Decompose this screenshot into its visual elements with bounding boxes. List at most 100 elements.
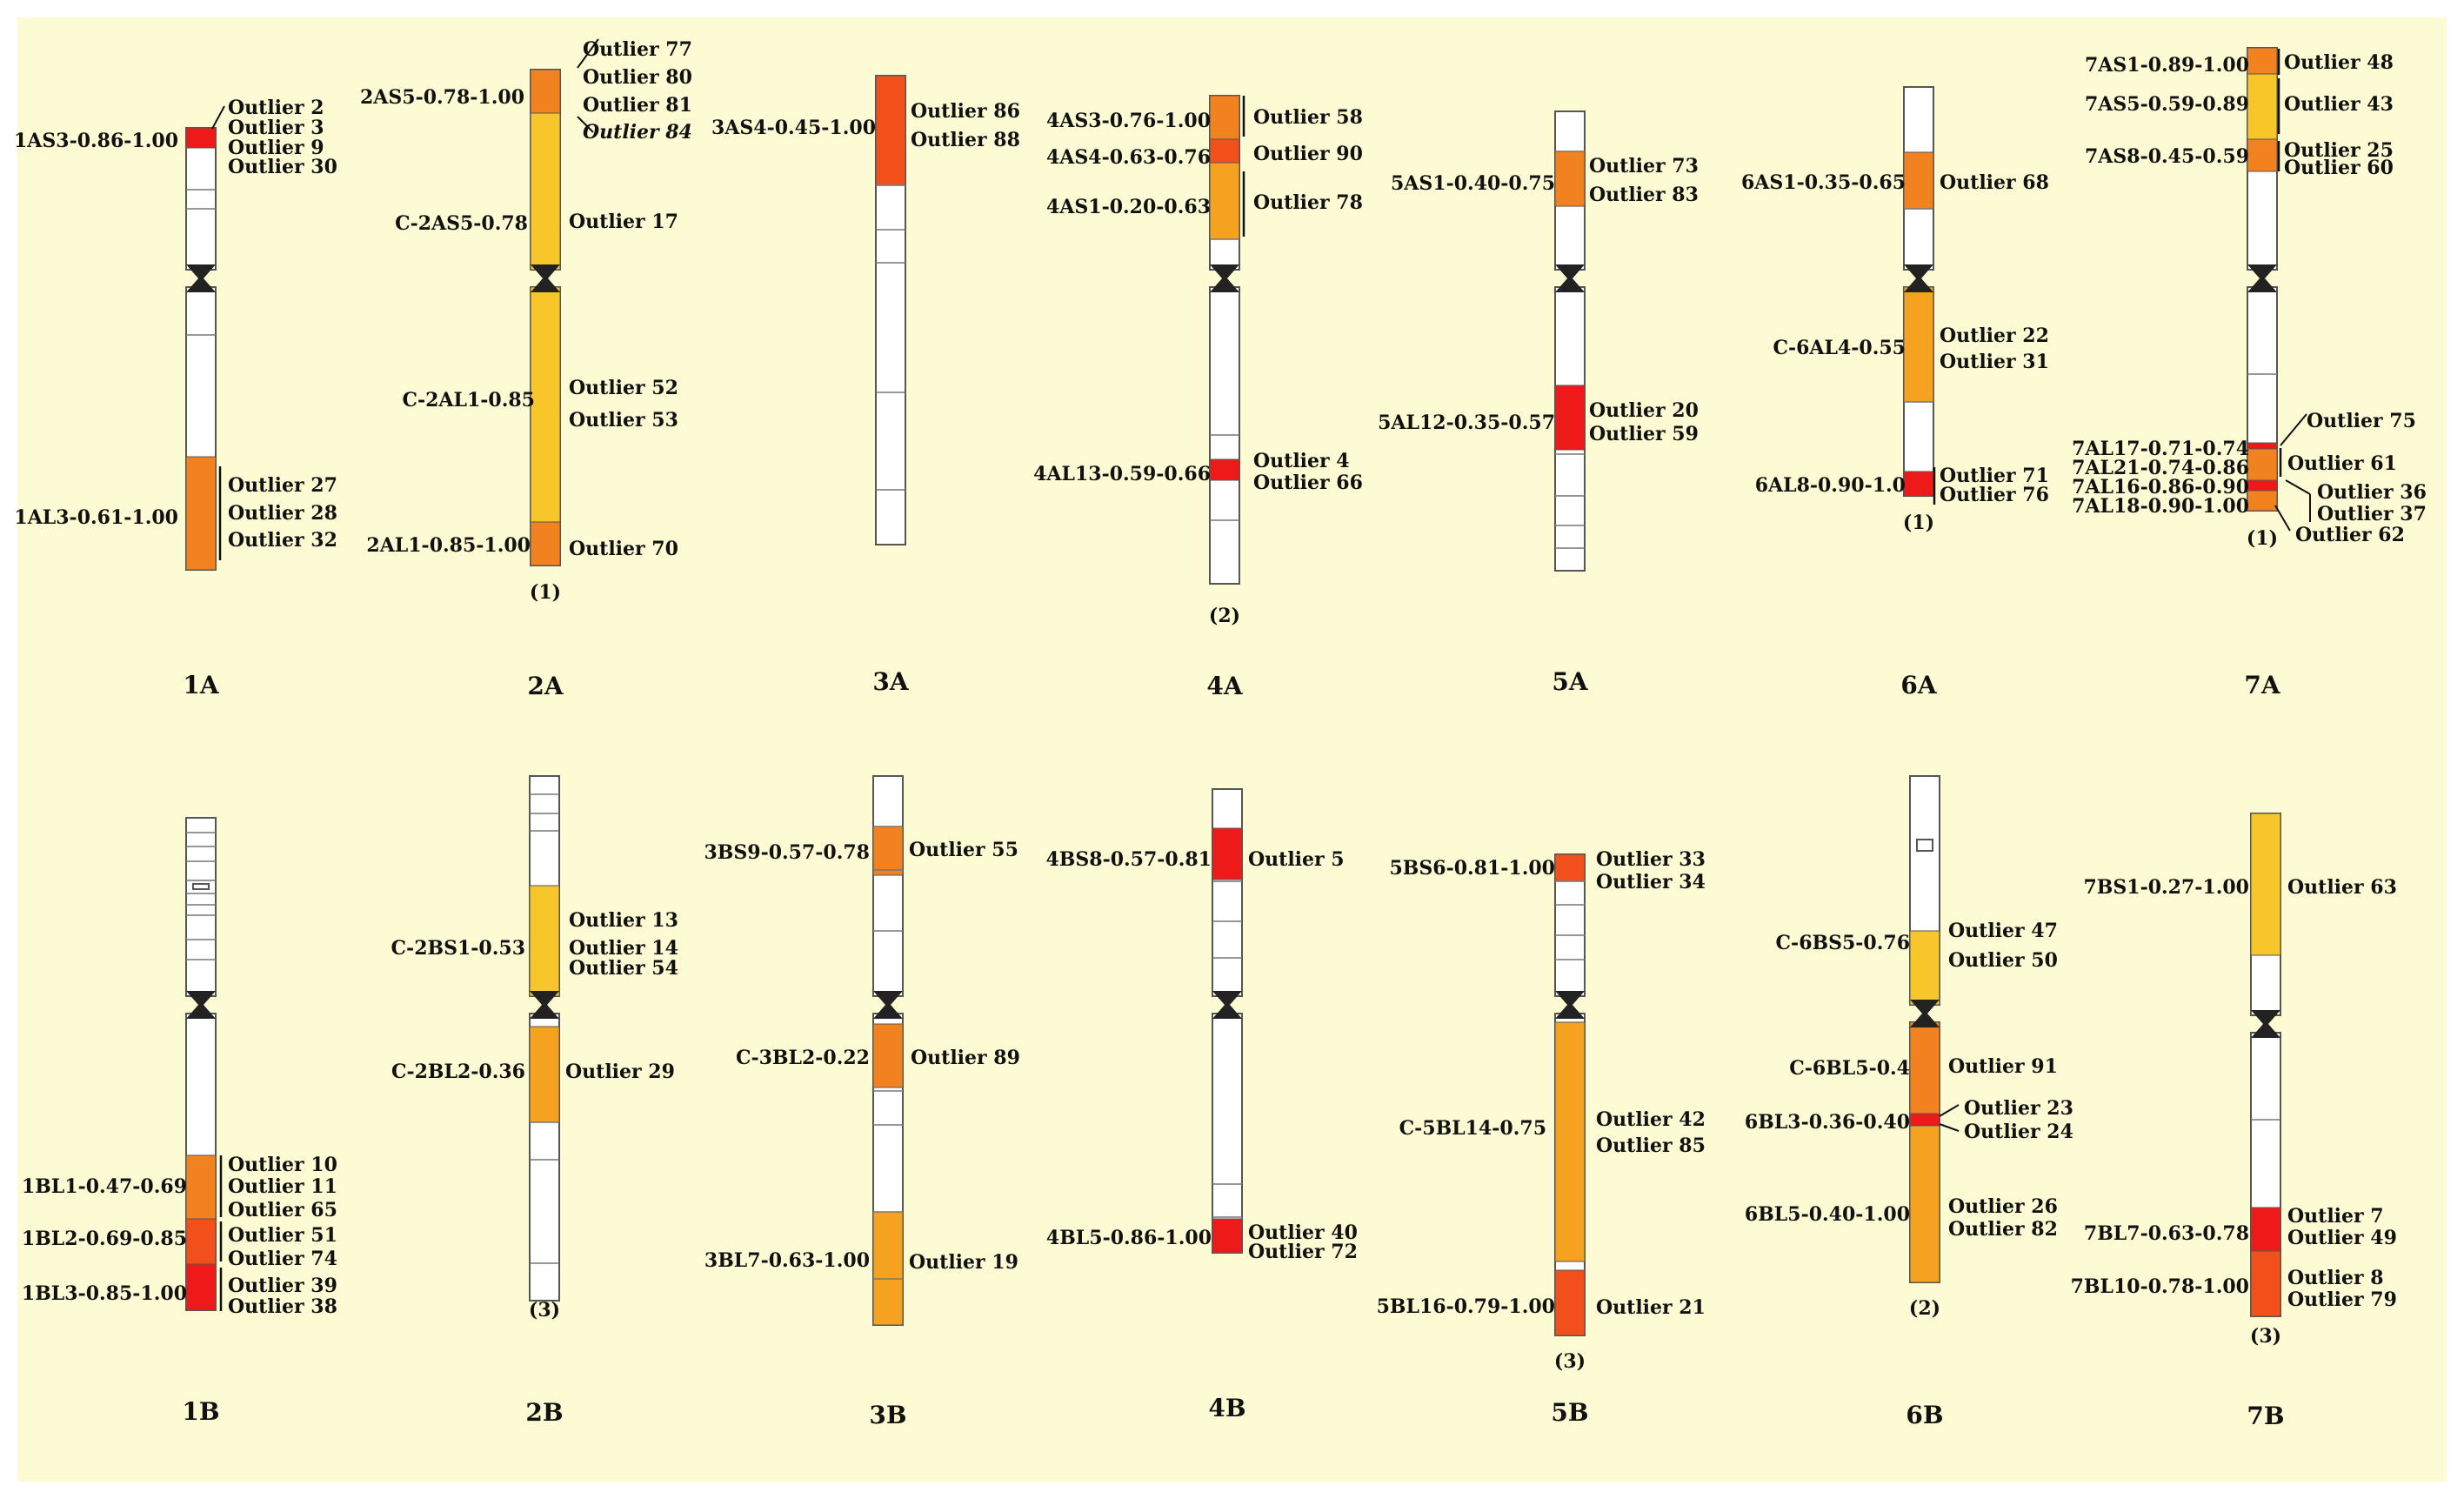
outlier-label: Outlier 34: [1596, 871, 1706, 893]
leader-line: [211, 105, 225, 130]
marker-segment: [1909, 1113, 1940, 1127]
outlier-label: Outlier 77: [583, 38, 692, 61]
marker-segment: [2250, 813, 2281, 956]
marker-segment: [1554, 1021, 1586, 1262]
outlier-label: Outlier 11: [228, 1175, 337, 1198]
centromere-bottom: [1555, 1005, 1585, 1019]
group-note: (1): [2247, 527, 2278, 550]
region-label: 7BS1-0.27-1.00: [2083, 876, 2249, 899]
centromere-bottom: [186, 1005, 216, 1019]
outlier-label: Outlier 19: [909, 1251, 1018, 1274]
centromere-top: [1555, 991, 1585, 1005]
leader-line: [2285, 479, 2311, 495]
region-label: 6AS1-0.35-0.65: [1741, 171, 1906, 194]
outlier-label: Outlier 17: [569, 211, 678, 233]
outlier-label: Outlier 36: [2317, 481, 2427, 504]
chromosome-name: 4B: [1208, 1394, 1245, 1422]
marker-segment: [529, 1026, 560, 1123]
centromere-bottom: [873, 1005, 903, 1019]
region-label: 7BL10-0.78-1.00: [2071, 1275, 2249, 1298]
marker-segment: [2250, 1250, 2281, 1317]
outlier-label: Outlier 72: [1248, 1241, 1358, 1263]
outlier-label: Outlier 8: [2287, 1267, 2384, 1289]
centromere-top: [2251, 1010, 2280, 1024]
outlier-label: Outlier 37: [2317, 503, 2427, 525]
region-label: 3AS4-0.45-1.00: [711, 117, 876, 139]
outlier-label: Outlier 68: [1940, 171, 2049, 194]
marker-segment: [185, 1154, 217, 1220]
outlier-label: Outlier 40: [1248, 1221, 1358, 1244]
chromosome-name: 7A: [2244, 671, 2280, 699]
outlier-label: Outlier 32: [228, 529, 337, 552]
marker-segment: [1909, 930, 1940, 1006]
marker-segment: [530, 69, 561, 114]
outlier-label: Outlier 62: [2295, 524, 2405, 546]
satellite-stalk: [192, 883, 210, 890]
outlier-label: Outlier 73: [1589, 155, 1699, 177]
marker-segment: [1554, 151, 1586, 207]
outlier-label: Outlier 5: [1248, 848, 1345, 871]
outlier-label: Outlier 23: [1964, 1097, 2073, 1120]
region-label: 2AL1-0.85-1.00: [366, 534, 531, 557]
chromosome-name: 2B: [525, 1398, 563, 1427]
centromere-top: [1904, 264, 1933, 278]
outlier-label: Outlier 4: [1253, 450, 1350, 472]
chromosome-name: 5B: [1551, 1398, 1588, 1427]
marker-segment: [2250, 1207, 2281, 1252]
chromosome-name: 3A: [872, 667, 909, 696]
chromosome-name: 1A: [183, 671, 219, 699]
region-label: 1BL1-0.47-0.69: [22, 1175, 187, 1198]
outlier-label: Outlier 82: [1948, 1218, 2058, 1241]
region-label: 6AL8-0.90-1.0: [1755, 474, 1906, 497]
marker-segment: [1909, 1125, 1940, 1283]
short-arm: [185, 127, 217, 271]
chromosome-name: 7B: [2247, 1402, 2284, 1430]
satellite-stalk: [1916, 839, 1933, 852]
centromere-top: [1555, 264, 1585, 278]
marker-segment: [1554, 853, 1586, 882]
centromere-top: [186, 264, 216, 278]
group-note: (2): [1909, 1297, 1940, 1320]
outlier-label: Outlier 20: [1589, 399, 1699, 422]
chromosome-name: 1B: [182, 1397, 219, 1426]
marker-segment: [2247, 73, 2278, 140]
region-label: 7AS8-0.45-0.59: [2085, 145, 2249, 168]
outlier-label: Outlier 78: [1253, 191, 1363, 214]
outlier-label: Outlier 29: [565, 1061, 675, 1083]
centromere-bottom: [1910, 1014, 1940, 1027]
outlier-label: Outlier 83: [1589, 184, 1699, 206]
outlier-label: Outlier 47: [1948, 920, 2058, 942]
centromere-bottom: [1555, 278, 1585, 292]
outlier-label: Outlier 52: [569, 377, 678, 399]
region-label: 3BL7-0.63-1.00: [704, 1249, 870, 1272]
outlier-label: Outlier 49: [2287, 1227, 2397, 1249]
leader-line: [1939, 1123, 1960, 1132]
outlier-label: Outlier 10: [228, 1154, 337, 1176]
leader-line: [577, 116, 594, 133]
marker-segment: [1554, 1269, 1586, 1336]
short-arm: [185, 817, 217, 997]
region-label: C-3BL2-0.22: [736, 1047, 870, 1069]
outlier-label: Outlier 3: [228, 117, 324, 139]
region-label: C-6BS5-0.76: [1776, 932, 1910, 954]
marker-segment: [530, 112, 561, 271]
region-label: 7AL21-0.74-0.86: [2072, 457, 2249, 479]
outlier-label: Outlier 31: [1940, 351, 2049, 373]
marker-segment: [1554, 385, 1586, 451]
group-note: (1): [530, 581, 561, 604]
region-label: C-2AS5-0.78: [395, 212, 528, 235]
centromere-bottom: [530, 1005, 559, 1019]
marker-segment: [875, 75, 906, 186]
group-note: (3): [529, 1299, 560, 1322]
outlier-label: Outlier 2: [228, 97, 324, 119]
marker-segment: [2247, 47, 2278, 75]
centromere-top: [1910, 1000, 1940, 1014]
centromere-bottom: [1210, 278, 1239, 292]
marker-segment: [872, 1211, 904, 1326]
outlier-label: Outlier 51: [228, 1224, 337, 1247]
